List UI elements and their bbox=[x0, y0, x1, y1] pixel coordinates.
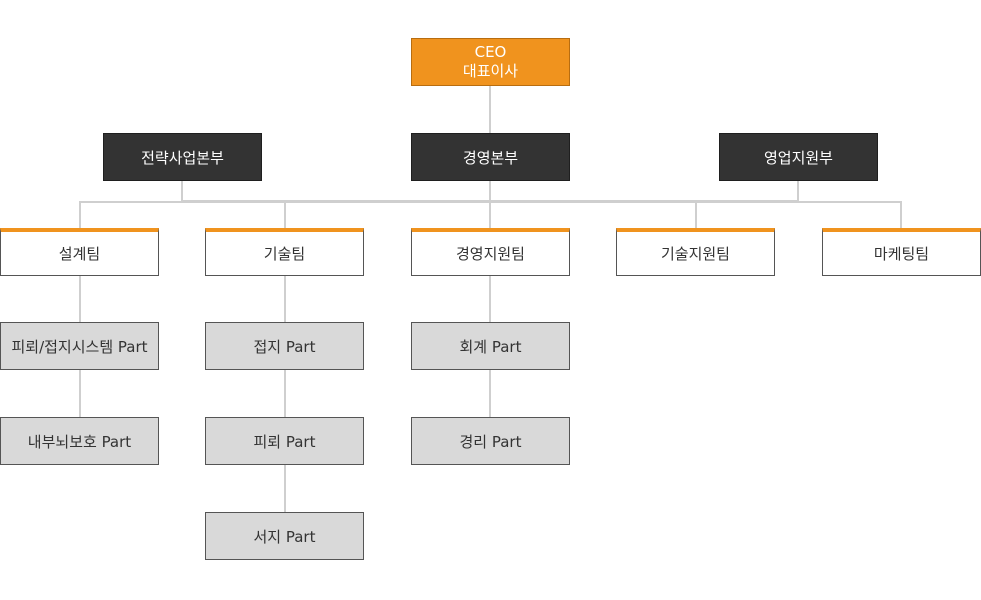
part-box: 접지 Part bbox=[205, 322, 364, 370]
part-box: 피뢰 Part bbox=[205, 417, 364, 465]
team-box: 마케팅팀 bbox=[822, 228, 981, 276]
division-label: 전략사업본부 bbox=[141, 148, 224, 167]
part-label: 서지 Part bbox=[253, 527, 316, 546]
team-box: 경영지원팀 bbox=[411, 228, 570, 276]
team-label: 기술지원팀 bbox=[660, 245, 730, 263]
team-label: 마케팅팀 bbox=[873, 245, 930, 263]
connector-team-3 bbox=[489, 201, 491, 229]
connector-strategy-division bbox=[181, 180, 183, 201]
connector-sales-division bbox=[797, 180, 799, 201]
ceo-subtitle: 대표이사 bbox=[462, 62, 519, 80]
division-label: 영업지원부 bbox=[763, 148, 833, 167]
part-label: 경리 Part bbox=[459, 432, 522, 451]
connector-team-4 bbox=[695, 201, 697, 229]
division-label: 경영본부 bbox=[462, 148, 519, 167]
connector-tech-parts bbox=[284, 275, 286, 513]
team-label: 경영지원팀 bbox=[455, 245, 525, 263]
team-label: 설계팀 bbox=[58, 245, 101, 263]
part-box: 서지 Part bbox=[205, 512, 364, 560]
part-box: 회계 Part bbox=[411, 322, 570, 370]
part-box: 경리 Part bbox=[411, 417, 570, 465]
team-label: 기술팀 bbox=[263, 245, 306, 263]
part-label: 피뢰/접지시스템 Part bbox=[11, 337, 148, 356]
connector-ceo-to-management bbox=[489, 85, 491, 133]
connector-team-2 bbox=[284, 201, 286, 229]
team-box: 기술지원팀 bbox=[616, 228, 775, 276]
connector-team-1 bbox=[79, 201, 81, 229]
connector-team-5 bbox=[900, 201, 902, 229]
ceo-box: CEO 대표이사 bbox=[411, 38, 570, 86]
division-box: 경영본부 bbox=[411, 133, 570, 181]
part-label: 내부뇌보호 Part bbox=[27, 432, 132, 451]
part-label: 접지 Part bbox=[253, 337, 316, 356]
connector-management-division bbox=[489, 180, 491, 201]
part-label: 회계 Part bbox=[459, 337, 522, 356]
team-box: 설계팀 bbox=[0, 228, 159, 276]
ceo-title: CEO bbox=[474, 43, 507, 61]
division-box: 영업지원부 bbox=[719, 133, 878, 181]
division-box: 전략사업본부 bbox=[103, 133, 262, 181]
part-box: 피뢰/접지시스템 Part bbox=[0, 322, 159, 370]
part-box: 내부뇌보호 Part bbox=[0, 417, 159, 465]
part-label: 피뢰 Part bbox=[253, 432, 316, 451]
team-box: 기술팀 bbox=[205, 228, 364, 276]
